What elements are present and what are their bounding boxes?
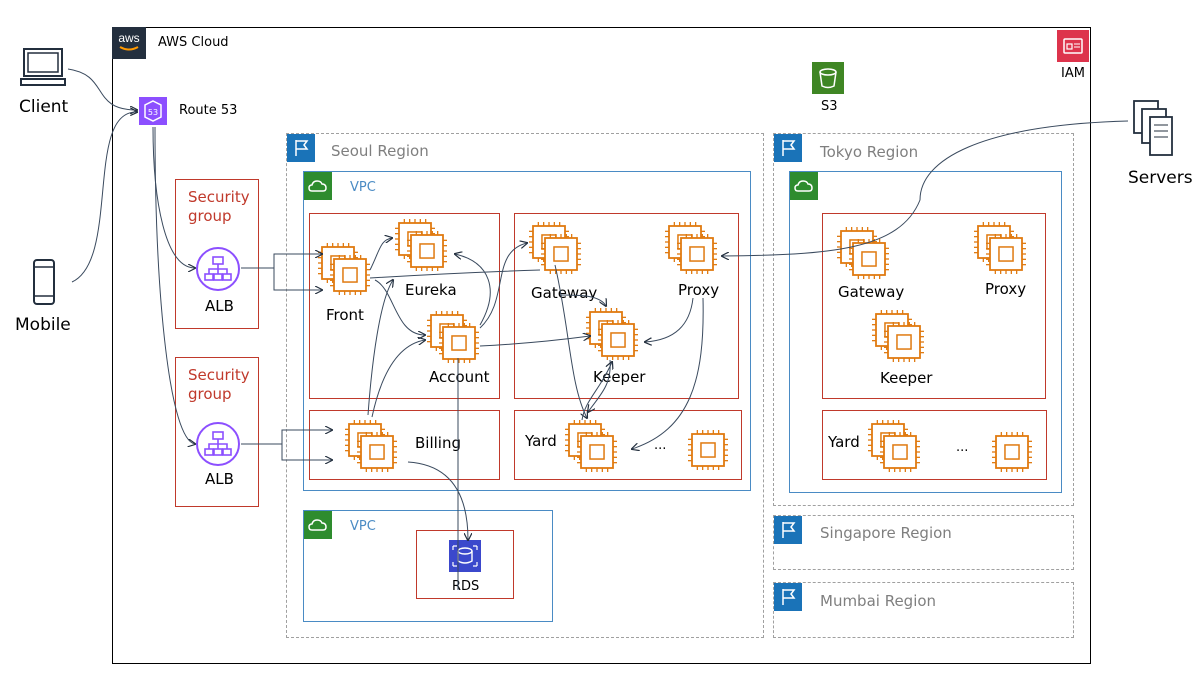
- security-group-label: Security group: [188, 188, 250, 225]
- iam-icon: [1057, 30, 1089, 62]
- ec2-instance-icon: [870, 308, 928, 364]
- client-label: Client: [19, 97, 69, 117]
- tokyo-keeper-label: Keeper: [880, 369, 933, 387]
- gateway-label: Gateway: [531, 284, 598, 302]
- vpc-label: VPC: [350, 180, 376, 195]
- servers-icon: [1132, 99, 1176, 159]
- ec2-instance-icon: [972, 220, 1030, 276]
- ec2-instance-icon: [835, 225, 893, 281]
- aws-cloud-group: [112, 27, 1091, 664]
- yard-ellipsis: ...: [654, 438, 667, 453]
- route53-icon: 53: [139, 97, 167, 125]
- svg-text:53: 53: [148, 108, 158, 117]
- ec2-instance-icon: [866, 418, 924, 474]
- ec2-instance-icon: [425, 309, 483, 365]
- ec2-instance-icon: [563, 418, 621, 474]
- ec2-instance-icon: [393, 217, 451, 273]
- seoul-vpc: [303, 171, 751, 491]
- mumbai-region-label: Mumbai Region: [820, 592, 937, 610]
- seoul-region-label: Seoul Region: [331, 142, 429, 160]
- alb-label: ALB: [205, 470, 234, 488]
- iam-label: IAM: [1061, 66, 1085, 81]
- mobile-label: Mobile: [15, 315, 71, 335]
- vpc-cloud-icon: [304, 172, 332, 200]
- singapore-region: [773, 515, 1074, 570]
- region-flag-icon: [287, 134, 315, 162]
- alb-icon: [195, 421, 241, 467]
- aws-logo-icon: aws: [112, 27, 146, 59]
- account-label: Account: [429, 368, 490, 386]
- s3-icon: [812, 62, 844, 94]
- vpc-cloud-icon: [304, 511, 332, 539]
- tokyo-subnet-yard: [822, 410, 1047, 480]
- ec2-instance-icon: [990, 430, 1034, 474]
- region-flag-icon: [774, 583, 802, 611]
- front-label: Front: [326, 306, 364, 324]
- eureka-label: Eureka: [405, 281, 457, 299]
- ec2-instance-icon: [686, 428, 730, 472]
- subnet-billing: [309, 410, 500, 480]
- ec2-instance-icon: [316, 241, 374, 297]
- tokyo-yard-label: Yard: [828, 433, 860, 451]
- subnet-yard: [514, 410, 742, 480]
- tokyo-proxy-label: Proxy: [985, 280, 1027, 298]
- rds-icon: [449, 540, 481, 572]
- proxy-label: Proxy: [678, 281, 720, 299]
- region-flag-icon: [774, 134, 802, 162]
- servers-label: Servers: [1128, 168, 1193, 188]
- tokyo-yard-ellipsis: ...: [956, 440, 969, 455]
- svg-text:aws: aws: [118, 31, 139, 45]
- ec2-instance-icon: [663, 220, 721, 276]
- singapore-region-label: Singapore Region: [820, 524, 952, 542]
- route53-label: Route 53: [179, 103, 238, 118]
- billing-label: Billing: [415, 434, 461, 452]
- seoul-region: [286, 133, 764, 638]
- mumbai-region: [773, 582, 1074, 638]
- keeper-label: Keeper: [593, 368, 646, 386]
- alb-icon: [195, 246, 241, 292]
- region-flag-icon: [774, 516, 802, 544]
- tokyo-gateway-label: Gateway: [838, 283, 905, 301]
- aws-cloud-title: AWS Cloud: [158, 35, 229, 50]
- security-group-label: Security group: [188, 366, 250, 403]
- mobile-icon: [32, 258, 56, 306]
- laptop-icon: [20, 46, 66, 90]
- tokyo-region-label: Tokyo Region: [820, 143, 919, 161]
- vpc-cloud-icon: [790, 172, 818, 200]
- ec2-instance-icon: [527, 220, 585, 276]
- s3-label: S3: [821, 99, 838, 114]
- rds-label: RDS: [452, 579, 480, 594]
- yard-label: Yard: [525, 432, 557, 450]
- alb-label: ALB: [205, 297, 234, 315]
- ec2-instance-icon: [584, 306, 642, 362]
- vpc-label: VPC: [350, 519, 376, 534]
- ec2-instance-icon: [343, 418, 401, 474]
